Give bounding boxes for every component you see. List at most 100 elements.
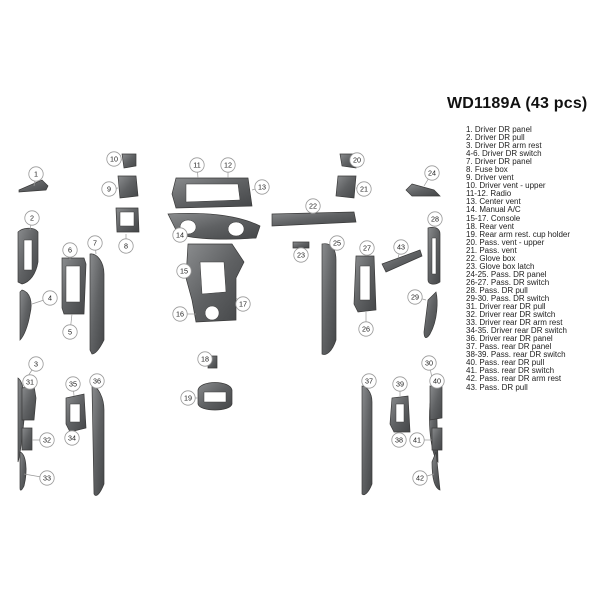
piece-4-driver-dr-switch — [19, 289, 32, 341]
callout-number: 16 — [176, 310, 184, 319]
callout-number: 34 — [68, 434, 76, 443]
legend-item: 15-17. Console — [466, 213, 521, 223]
part-callout: 27 — [359, 240, 375, 256]
cutout-pass-switch-buttons — [359, 265, 371, 301]
legend-item: 37. Pass. rear DR panel — [466, 342, 552, 352]
callout-circle — [424, 165, 440, 181]
piece-25-pass-dr-panel — [321, 243, 337, 355]
legend-item: 22. Glove box — [466, 253, 516, 263]
part-callout: 21 — [356, 181, 372, 197]
part-callout: 32 — [39, 432, 55, 448]
legend-item: 2. Driver DR pull — [466, 133, 525, 143]
piece-41-pass-rear-dr-switch — [431, 427, 443, 451]
trim-pieces — [17, 153, 443, 496]
callout-circle — [409, 432, 425, 448]
part-callout: 26 — [358, 321, 374, 337]
callout-circle — [349, 152, 365, 168]
legend-item: 32. Driver rear DR switch — [466, 310, 556, 320]
part-callout: 37 — [361, 373, 377, 389]
legend-item: 3. Driver DR arm rest — [466, 141, 542, 151]
callout-circle — [176, 263, 192, 279]
cutout-pass-pull — [431, 237, 437, 275]
part-callout: 1 — [28, 166, 44, 182]
legend-item: 4-6. Driver DR switch — [466, 149, 542, 159]
piece-31-driver-rear-dr-pull — [21, 385, 37, 421]
piece-21-pass-vent — [335, 175, 357, 199]
callout-circle — [407, 289, 423, 305]
legend-item: 43. Pass. DR pull — [466, 382, 528, 392]
part-callout: 8 — [118, 238, 134, 254]
callout-circle — [39, 470, 55, 486]
callout-number: 23 — [297, 251, 305, 260]
callout-circle — [180, 390, 196, 406]
callout-circle — [329, 235, 345, 251]
part-callout: 35 — [65, 376, 81, 392]
callout-number: 33 — [43, 474, 51, 483]
callout-number: 24 — [428, 169, 436, 178]
callout-number: 26 — [362, 325, 370, 334]
piece-33-driver-rear-dr-arm-rest — [19, 451, 27, 491]
part-callout: 19 — [180, 390, 196, 406]
piece-23-glove-box-latch — [292, 241, 310, 249]
callout-circle — [305, 198, 321, 214]
legend-item: 11-12. Radio — [466, 189, 512, 199]
callout-number: 1 — [34, 170, 38, 179]
callout-number: 38 — [395, 436, 403, 445]
callout-number: 14 — [176, 231, 184, 240]
callout-circle — [22, 374, 38, 390]
callout-number: 27 — [363, 244, 371, 253]
callout-number: 12 — [224, 161, 232, 170]
part-callout: 22 — [305, 198, 321, 214]
legend-item: 7. Driver DR panel — [466, 157, 532, 167]
callout-circle — [87, 235, 103, 251]
callout-circle — [62, 324, 78, 340]
callout-number: 30 — [425, 359, 433, 368]
callout-circle — [42, 290, 58, 306]
legend-item: 29-30. Pass. DR switch — [466, 293, 550, 303]
part-callout: 2 — [24, 210, 40, 226]
legend-item: 18. Rear vent — [466, 221, 515, 231]
callout-circle — [28, 356, 44, 372]
callout-number: 20 — [353, 156, 361, 165]
callout-number: 36 — [93, 377, 101, 386]
callout-circle — [197, 351, 213, 367]
legend-item: 40. Pass. rear DR pull — [466, 358, 545, 368]
cutout-arm-rest-cups — [203, 391, 227, 403]
legend-item: 42. Pass. rear DR arm rest — [466, 374, 562, 384]
kit-title: WD1189A (43 pcs) — [447, 95, 588, 112]
callout-circle — [254, 179, 270, 195]
piece-9-driver-vent — [117, 175, 139, 199]
piece-37-pass-rear-dr-panel — [361, 385, 373, 496]
part-callout: 15 — [176, 263, 192, 279]
callout-number: 39 — [396, 380, 404, 389]
callout-circle — [392, 376, 408, 392]
legend-item: 36. Driver rear DR panel — [466, 334, 553, 344]
callout-circle — [101, 181, 117, 197]
cutout-pass-rear-switch — [395, 403, 405, 423]
legend-item: 33. Driver rear DR arm rest — [466, 318, 563, 328]
cutout-driver-rear-switch — [69, 403, 81, 423]
callout-number: 5 — [68, 328, 72, 337]
callout-circle — [89, 373, 105, 389]
cutout-driver-switch-buttons — [65, 265, 81, 303]
part-callout: 38 — [391, 432, 407, 448]
piece-24-pass-dr-panel — [405, 183, 441, 197]
callout-circle — [24, 210, 40, 226]
callout-circle — [172, 306, 188, 322]
part-callout: 23 — [293, 247, 309, 263]
piece-40-pass-rear-dr-pull — [429, 385, 443, 421]
callout-circle — [39, 432, 55, 448]
callout-number: 29 — [411, 293, 419, 302]
callout-number: 32 — [43, 436, 51, 445]
legend-item: 24-25. Pass. DR panel — [466, 269, 547, 279]
callout-number: 37 — [365, 377, 373, 386]
callout-circle — [391, 432, 407, 448]
part-callout: 30 — [421, 355, 437, 371]
callout-number: 42 — [416, 474, 424, 483]
part-callout: 36 — [89, 373, 105, 389]
part-callout: 4 — [42, 290, 58, 306]
callout-number: 11 — [193, 161, 200, 170]
callout-circle — [427, 211, 443, 227]
callout-circle — [28, 166, 44, 182]
callout-circle — [65, 376, 81, 392]
